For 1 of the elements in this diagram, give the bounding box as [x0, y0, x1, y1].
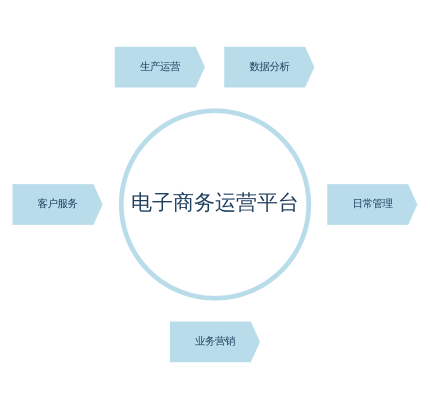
- node-circle: 电子商务运营平台: [118, 108, 312, 301]
